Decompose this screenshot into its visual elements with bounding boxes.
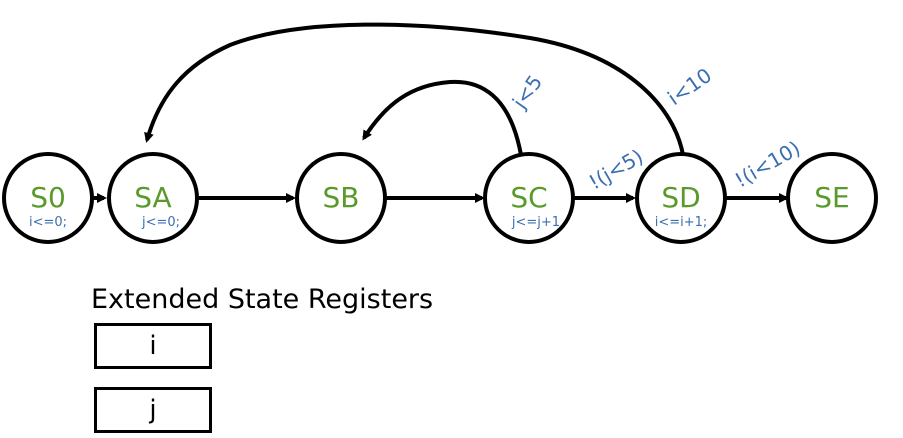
state-name: SC [510,181,547,214]
state-sb: SB [295,152,387,244]
state-name: S0 [30,181,66,214]
state-name: SB [323,181,360,214]
state-action: i<=0; [29,215,67,230]
state-action: j<=j+1 [511,215,560,230]
state-name: SD [661,181,700,214]
state-name: SE [814,181,849,214]
guard-sc-sb: j<5 [507,70,547,113]
state-s0: S0 i<=0; [2,152,94,244]
state-sc: SC j<=j+1 [483,152,575,244]
edge-sc-sb [362,79,523,156]
state-sa: SA j<=0; [107,152,199,244]
registers-title: Extended State Registers [91,284,434,315]
register-j: j [94,387,212,433]
state-se: SE [786,152,878,244]
state-action: j<=0; [141,215,180,230]
edge-sd-sa [144,22,685,156]
guard-sd-sa: i<10 [663,63,716,110]
register-i: i [94,323,212,369]
state-action: i<=i+1; [655,215,708,230]
state-name: SA [134,181,171,214]
state-sd: SD i<=i+1; [635,152,727,244]
